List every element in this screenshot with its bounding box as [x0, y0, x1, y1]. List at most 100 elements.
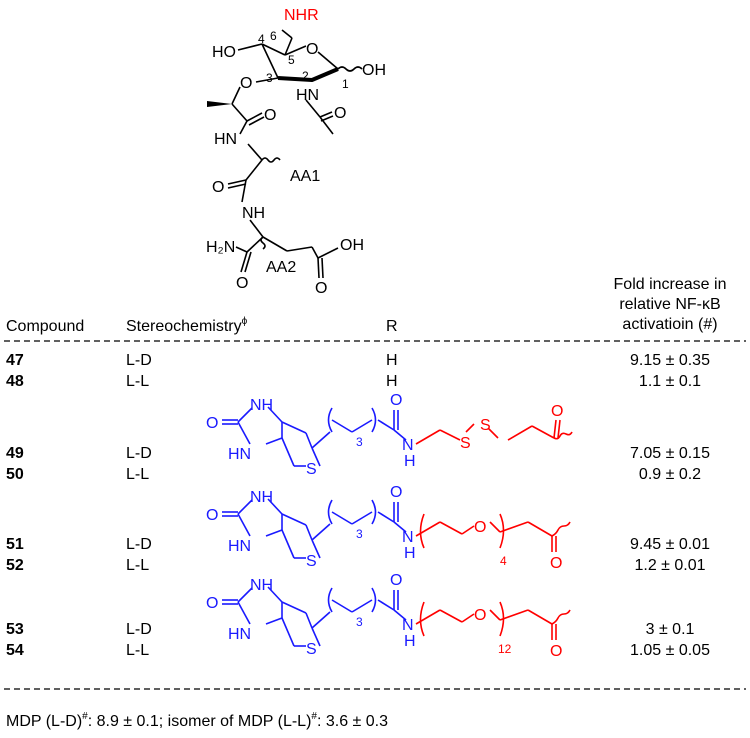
table-row: 49 L-D 7.05 ± 0.15 — [6, 445, 710, 462]
compound-list: 47 L-D H 9.15 ± 0.35 48 L-L H 1.1 ± 0.1 … — [6, 352, 710, 659]
amide-h: H — [404, 545, 416, 562]
footnote-b: : 8.9 ± 0.1; isomer of MDP (L-L) — [88, 713, 312, 730]
position-4: 4 — [258, 32, 265, 46]
aa2-oxygen-2: O — [315, 280, 327, 297]
fold-value: 7.05 ± 0.15 — [630, 445, 710, 462]
biotin-oxygen: O — [206, 507, 218, 524]
disulfide-linker — [415, 419, 573, 445]
amide-n: N — [402, 437, 414, 454]
linker-oxygen: O — [550, 643, 562, 660]
biotin-hn: HN — [228, 446, 251, 463]
biotin-labels: O NH HN S 3 O N H — [206, 484, 416, 570]
sulfur-2: S — [480, 417, 491, 434]
biotin-moiety — [222, 586, 407, 647]
compound-id: 49 — [6, 445, 24, 462]
biotin-moiety — [222, 406, 407, 467]
hn-aa1: HN — [214, 131, 237, 148]
aa2-oxygen-1: O — [236, 275, 248, 292]
peg4-linker — [415, 513, 571, 552]
aa2-label: AA2 — [266, 259, 296, 276]
position-3: 3 — [266, 71, 273, 85]
biotin-labels: O NH HN S 3 O N H — [206, 572, 416, 658]
peg4-labels: O 4 O — [474, 519, 562, 572]
amide-oxygen: O — [390, 484, 402, 501]
position-5: 5 — [288, 53, 295, 67]
ether-oxygen: O — [240, 75, 252, 92]
mdp-scaffold — [207, 29, 363, 279]
amide-h: H — [404, 633, 416, 650]
biotin-peg4-structure: O NH HN S 3 O N H O 4 O — [206, 484, 571, 572]
biotin-hn: HN — [228, 538, 251, 555]
ho-4: HO — [212, 44, 236, 61]
biotin-oxygen: O — [206, 415, 218, 432]
header-fold-line2: relative NF-κB — [619, 296, 720, 313]
header-compound: Compound — [6, 318, 84, 335]
header-fold-line3: activatioin (#) — [622, 316, 717, 333]
aa1-label: AA1 — [290, 168, 320, 185]
biotin-sulfur: S — [306, 461, 317, 478]
fold-value: 0.9 ± 0.2 — [639, 466, 701, 483]
compound-id: 48 — [6, 373, 24, 390]
disulfide-labels: S S O — [460, 403, 563, 452]
r-value: H — [386, 373, 398, 390]
compound-id: 53 — [6, 621, 24, 638]
table-header: Compound Stereochemistryϕ R Fold increas… — [6, 276, 726, 335]
biotin-subscript: 3 — [356, 527, 363, 541]
footnote-c: : 3.6 ± 0.3 — [317, 713, 388, 730]
stereo-value: L-D — [126, 621, 152, 638]
linker-oxygen: O — [551, 403, 563, 420]
oh-1: OH — [362, 62, 386, 79]
header-fold-line1: Fold increase in — [614, 276, 727, 293]
compound-id: 52 — [6, 557, 24, 574]
biotin-sulfur: S — [306, 641, 317, 658]
biotin-oxygen: O — [206, 595, 218, 612]
biotin-labels: O NH HN S 3 O N H — [206, 392, 416, 478]
amide-oxygen: O — [390, 392, 402, 409]
biotin-hn: HN — [228, 626, 251, 643]
r-value: H — [386, 352, 398, 369]
position-2: 2 — [302, 69, 309, 83]
acetyl-oxygen: O — [334, 105, 346, 122]
ring-oxygen: O — [306, 41, 318, 58]
footnote: MDP (L-D)#: 8.9 ± 0.1; isomer of MDP (L-… — [6, 711, 388, 730]
biotin-nh: NH — [250, 397, 273, 414]
stereo-value: L-D — [126, 445, 152, 462]
amide-n: N — [402, 529, 414, 546]
table-row: 50 L-L 0.9 ± 0.2 — [6, 466, 701, 483]
peg-subscript: 4 — [500, 554, 507, 568]
sulfur-1: S — [460, 435, 471, 452]
stereo-value: L-D — [126, 352, 152, 369]
peg12-linker — [415, 601, 571, 640]
fold-value: 1.2 ± 0.01 — [634, 557, 705, 574]
compound-id: 51 — [6, 536, 24, 553]
linker-oxygen: O — [550, 555, 562, 572]
header-stereochemistry: Stereochemistryϕ — [126, 316, 248, 335]
biotin-subscript: 3 — [356, 615, 363, 629]
biotin-moiety — [222, 498, 407, 559]
fold-value: 9.45 ± 0.01 — [630, 536, 710, 553]
stereo-value: L-D — [126, 536, 152, 553]
fold-value: 1.05 ± 0.05 — [630, 642, 710, 659]
biotin-disulfide-structure: O NH HN S 3 O N H S S O — [206, 392, 573, 478]
nhr-label: NHR — [284, 7, 319, 24]
header-r: R — [386, 318, 398, 335]
mdp-labels: NHR O HO OH O HN O 6 5 4 3 2 1 O HN O AA… — [206, 7, 386, 297]
position-6: 6 — [270, 29, 277, 43]
fold-value: 9.15 ± 0.35 — [630, 352, 710, 369]
stereo-value: L-L — [126, 466, 149, 483]
biotin-nh: NH — [250, 489, 273, 506]
h2n-label: H₂N — [206, 239, 235, 256]
stereo-value: L-L — [126, 373, 149, 390]
table-row: 54 L-L 1.05 ± 0.05 — [6, 642, 710, 659]
aa2-oh: OH — [340, 237, 364, 254]
amide-h: H — [404, 453, 416, 470]
amide-oxygen: O — [390, 572, 402, 589]
hn-acetyl: HN — [296, 87, 319, 104]
peg12-labels: O 12 O — [474, 607, 562, 660]
table-row: 53 L-D 3 ± 0.1 — [6, 621, 695, 638]
header-stereo-sup: ϕ — [242, 316, 248, 327]
compound-id: 54 — [6, 642, 24, 659]
table-row: 47 L-D H 9.15 ± 0.35 — [6, 352, 710, 369]
biotin-sulfur: S — [306, 553, 317, 570]
